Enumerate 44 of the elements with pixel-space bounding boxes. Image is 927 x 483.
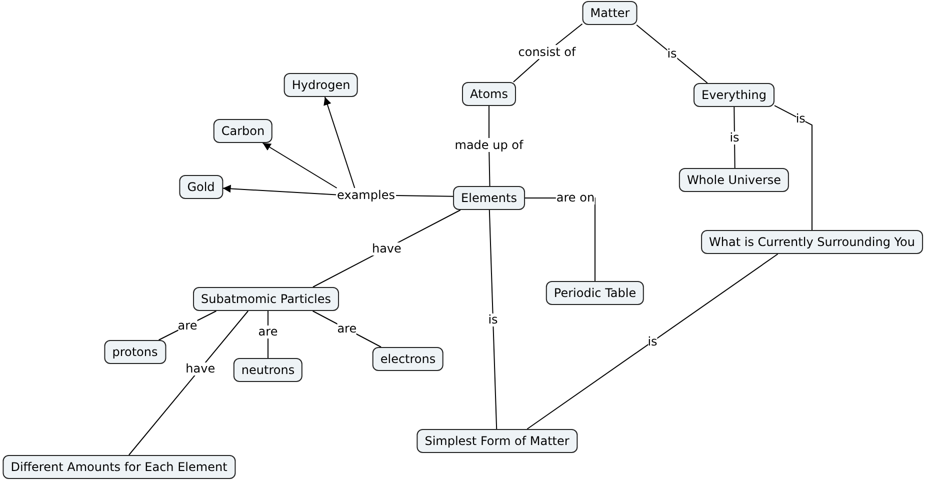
concept-box: Periodic Table bbox=[546, 281, 644, 305]
linking-phrase: made up of bbox=[454, 138, 524, 152]
connector-line bbox=[488, 152, 490, 186]
connector-line bbox=[395, 194, 454, 197]
concept-box: What is Currently Surrounding You bbox=[701, 230, 923, 254]
edge-label: have bbox=[186, 362, 216, 376]
connector-line bbox=[636, 24, 708, 84]
concept-box: Atoms bbox=[462, 82, 516, 106]
linking-phrase: examples bbox=[336, 188, 396, 202]
edge-label: have bbox=[372, 242, 402, 255]
connector-line bbox=[512, 58, 540, 82]
edge-label: is bbox=[648, 335, 658, 348]
edge-label: are on bbox=[556, 192, 595, 204]
connector-line bbox=[128, 310, 249, 456]
concept-box: Everything bbox=[694, 83, 774, 107]
connector-line bbox=[774, 105, 812, 230]
edge-label: are bbox=[258, 326, 278, 339]
concept-box: electrons bbox=[372, 347, 444, 371]
connector-line bbox=[488, 210, 498, 430]
edge-label: are bbox=[337, 322, 357, 336]
concept-box: Elements bbox=[453, 186, 525, 210]
edge-label: is bbox=[730, 131, 740, 144]
concept-box: Carbon bbox=[213, 119, 273, 143]
connector-line bbox=[488, 106, 490, 138]
concept-box: Gold bbox=[179, 175, 223, 199]
edge-label: is bbox=[667, 48, 677, 60]
arrow bbox=[324, 96, 356, 188]
edge-label: is bbox=[488, 313, 498, 326]
linking-phrase: consist of bbox=[517, 45, 577, 59]
concept-box: Matter bbox=[582, 1, 638, 25]
concept-box: protons bbox=[104, 340, 166, 364]
edge-label: is bbox=[796, 112, 806, 126]
arrow bbox=[222, 184, 337, 196]
connector-line bbox=[555, 23, 583, 46]
edge-label: are bbox=[178, 319, 198, 332]
concept-box: Different Amounts for Each Element bbox=[2, 455, 236, 479]
connector-line bbox=[734, 106, 736, 168]
arrow bbox=[262, 142, 338, 188]
concept-box: Hydrogen bbox=[284, 73, 358, 97]
connector-line bbox=[526, 254, 778, 430]
concept-box: neutrons bbox=[233, 358, 303, 382]
concept-box: Simplest Form of Matter bbox=[416, 429, 578, 453]
concept-box: Whole Universe bbox=[678, 168, 790, 192]
concept-box: Subatmomic Particles bbox=[193, 287, 339, 311]
